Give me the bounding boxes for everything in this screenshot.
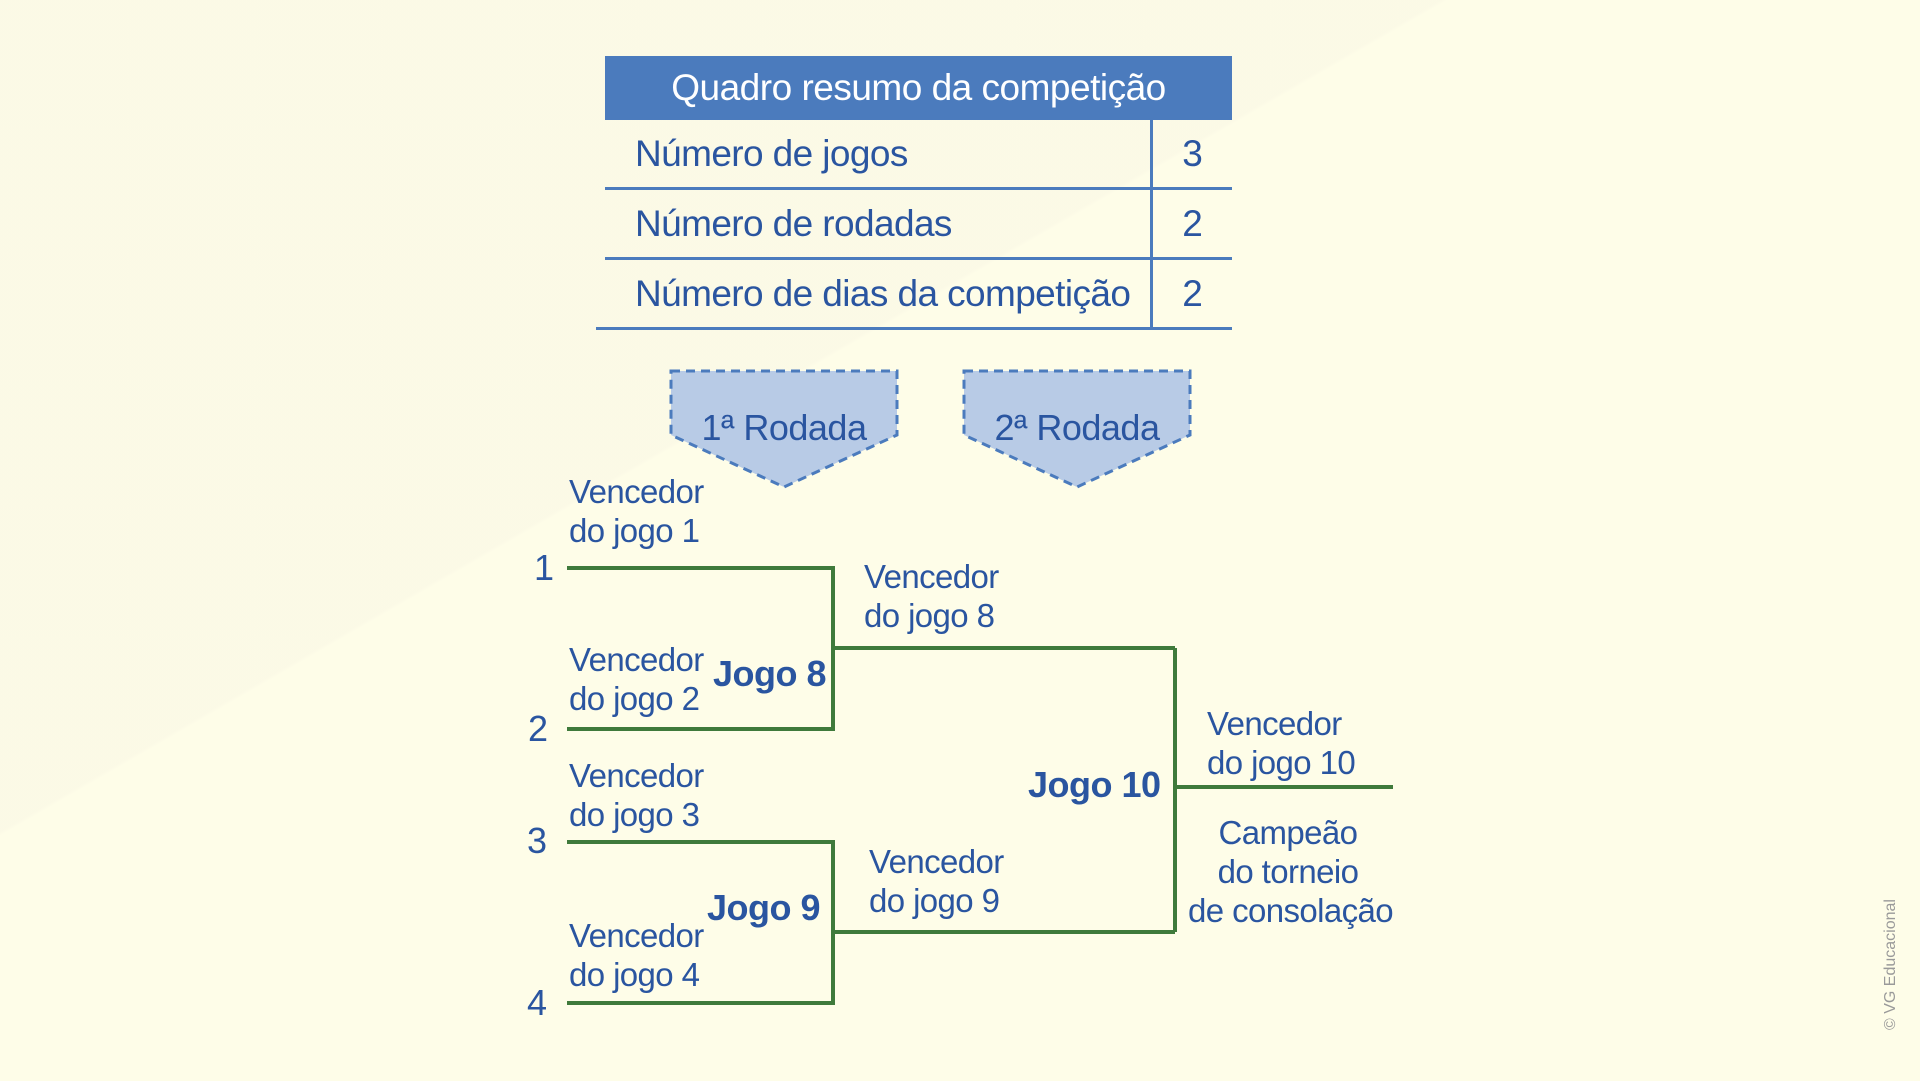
winner-label-10: Vencedor do jogo 10 [1207, 704, 1356, 782]
round-label: 2ª Rodada [994, 407, 1160, 448]
winner-line: do jogo 9 [869, 882, 1000, 919]
round-label: 1ª Rodada [701, 407, 867, 448]
round-banner-2: 2ª Rodada [962, 369, 1192, 489]
summary-label: Número de jogos [635, 132, 908, 174]
summary-label: Número de dias da competição [635, 272, 1131, 314]
winner-label-2: Vencedor do jogo 2 [569, 640, 704, 718]
winner-line: do jogo 1 [569, 512, 700, 549]
game-label-9: Jogo 9 [707, 887, 821, 928]
seed-3: 3 [527, 820, 547, 861]
winner-line: do jogo 10 [1207, 744, 1356, 781]
winner-line: Vencedor [569, 641, 704, 678]
game-label-8: Jogo 8 [713, 653, 827, 694]
summary-value: 3 [1150, 120, 1232, 187]
game-label-10: Jogo 10 [1028, 764, 1161, 805]
winner-line: Vencedor [569, 757, 704, 794]
winner-line: do jogo 3 [569, 796, 700, 833]
banner-shape [962, 369, 1192, 489]
summary-value: 2 [1150, 190, 1232, 257]
summary-label: Número de rodadas [635, 202, 952, 244]
champion-line: de consolação [1188, 892, 1394, 929]
summary-value: 2 [1150, 260, 1232, 327]
champion-label: Campeão do torneio de consolação [1188, 813, 1394, 930]
seed-1: 1 [534, 547, 554, 588]
bracket-game-9 [567, 840, 835, 1005]
summary-row-rounds: Número de rodadas 2 [605, 190, 1232, 260]
winner-line: Vencedor [869, 843, 1004, 880]
seed-2: 2 [528, 708, 548, 749]
winner-label-1: Vencedor do jogo 1 [569, 472, 704, 550]
winner-label-4: Vencedor do jogo 4 [569, 916, 704, 994]
winner-line: Vencedor [569, 917, 704, 954]
champion-line: do torneio [1217, 853, 1359, 890]
winner-line: do jogo 8 [864, 597, 995, 634]
banner-shape [669, 369, 899, 489]
round-banner-1: 1ª Rodada [669, 369, 899, 489]
winner-line: Vencedor [1207, 705, 1342, 742]
winner-label-9: Vencedor do jogo 9 [869, 842, 1004, 920]
winner-line: Vencedor [864, 558, 999, 595]
summary-title: Quadro resumo da competição [605, 56, 1232, 120]
summary-table: Quadro resumo da competição Número de jo… [596, 56, 1232, 330]
summary-row-days: Número de dias da competição 2 [596, 260, 1232, 330]
winner-line: Vencedor [569, 473, 704, 510]
seed-4: 4 [527, 982, 547, 1023]
summary-row-games: Número de jogos 3 [605, 120, 1232, 190]
credit-text: © VG Educacional [1882, 899, 1899, 1030]
winner-label-8: Vencedor do jogo 8 [864, 557, 999, 635]
champion-line: Campeão [1218, 814, 1358, 851]
winner-line: do jogo 4 [569, 956, 700, 993]
winner-line: do jogo 2 [569, 680, 700, 717]
winner-label-3: Vencedor do jogo 3 [569, 756, 704, 834]
